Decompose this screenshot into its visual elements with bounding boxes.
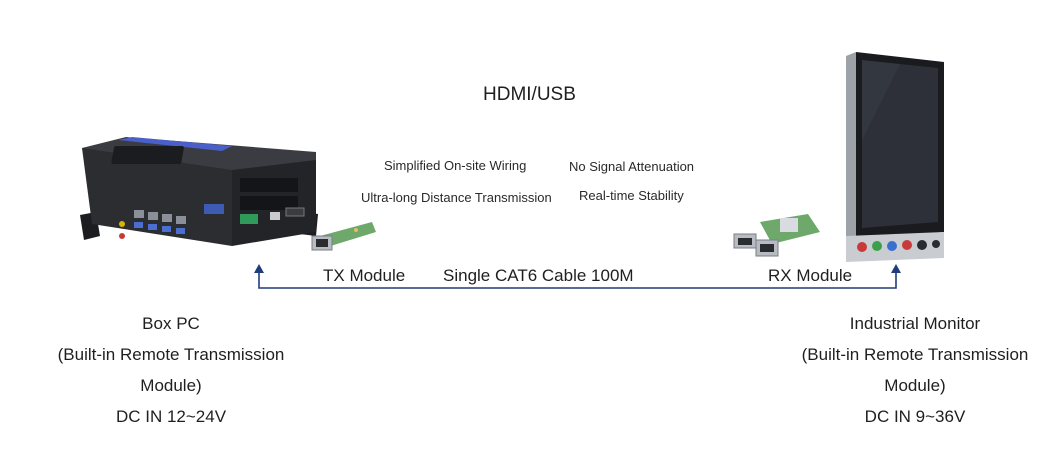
rx-module-illustration [733,214,820,257]
cable-label: Single CAT6 Cable 100M [443,266,634,285]
tx-module-illustration [311,222,376,251]
box-pc-description: Box PC (Built-in Remote Transmission Mod… [40,308,302,432]
box-pc-note-1: (Built-in Remote Transmission [57,345,285,364]
monitor-power: DC IN 9~36V [864,407,966,426]
cat6-connection-line [258,272,897,289]
tx-module-label: TX Module [323,266,406,285]
box-pc-power: DC IN 12~24V [115,407,227,426]
feature-wiring: Simplified On-site Wiring [384,158,527,173]
diagram-title: HDMI/USB [483,84,576,105]
feature-stability: Real-time Stability [579,188,684,203]
box-pc-name: Box PC [142,314,200,333]
monitor-illustration [846,52,944,262]
feature-distance: Ultra-long Distance Transmission [361,190,552,205]
feature-attenuation: No Signal Attenuation [569,159,695,174]
monitor-note-1: (Built-in Remote Transmission [801,345,1029,364]
arrow-up-left-icon [254,264,264,273]
monitor-name: Industrial Monitor [849,314,981,333]
box-pc-illustration [80,137,318,246]
monitor-note-2: Module) [884,376,946,395]
box-pc-note-2: Module) [140,376,202,395]
monitor-description: Industrial Monitor (Built-in Remote Tran… [784,308,1046,432]
arrow-up-right-icon [891,264,901,273]
rx-module-label: RX Module [768,266,853,285]
